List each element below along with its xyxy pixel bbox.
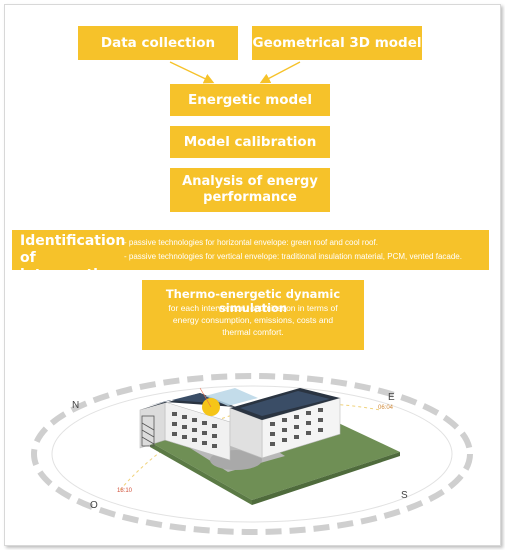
right-wing-windows: [270, 408, 323, 446]
intervention-horizontal: - passive technologies for horizontal en…: [124, 238, 378, 247]
intervention-vertical: - passive technologies for vertical enve…: [124, 252, 462, 261]
figure-frame: [4, 4, 501, 546]
left-wing-roof: [140, 393, 236, 410]
identification-box: Identification of interventions - passiv…: [12, 230, 489, 283]
right-wing-roof-panels: [240, 391, 330, 416]
energy-analysis-label-line1: Analysis of energy: [182, 174, 318, 189]
interventions-list: - passive technologies for horizontal en…: [124, 236, 486, 264]
model-calibration-box: Model calibration: [170, 126, 330, 158]
glass-atrium: [205, 388, 258, 406]
external-staircase: [141, 415, 155, 447]
identification-title-line2: interventions: [20, 267, 126, 283]
model-calibration-label: Model calibration: [183, 134, 317, 150]
ground-plane-edge: [252, 452, 400, 505]
left-wing-side: [139, 401, 166, 449]
identification-title-line1: Identification of: [20, 233, 126, 266]
simulation-desc-line3: thermal comfort.: [222, 327, 284, 337]
geometrical-model-label: Geometrical 3D model: [252, 35, 422, 51]
sun-path-arc: [119, 403, 381, 491]
data-collection-box: Data collection: [78, 26, 238, 60]
arrow-data-to-energetic: [169, 61, 215, 84]
simulation-desc-line2: energy consumption, emissions, costs and: [172, 315, 334, 325]
energy-analysis-box: Analysis of energy performance: [170, 168, 330, 212]
energetic-model-box: Energetic model: [170, 84, 330, 116]
compass-west: O: [90, 500, 98, 511]
compass-north: N: [72, 400, 79, 411]
simulation-description: for each intervention, optimization in t…: [152, 302, 354, 338]
geometrical-model-box: Geometrical 3D model: [252, 26, 422, 60]
arrow-geometry-to-energetic: [259, 61, 301, 84]
compass-east: E: [388, 392, 395, 403]
data-collection-label: Data collection: [100, 35, 216, 51]
energetic-model-label: Energetic model: [187, 92, 313, 108]
sunrise-time: 06:04: [378, 405, 394, 411]
simulation-desc-line1: for each intervention, optimization in t…: [168, 303, 338, 313]
energy-analysis-label-line2: performance: [203, 190, 297, 205]
compass-south: S: [401, 490, 408, 501]
identification-title: Identification of interventions: [20, 233, 126, 284]
simulation-box: Thermo-energetic dynamic simulation for …: [142, 280, 364, 350]
compass-ring-outer: [31, 373, 473, 535]
compass-ring-inner: [51, 385, 453, 523]
left-wing-windows: [172, 412, 217, 448]
sun-ray: [199, 387, 212, 408]
sunset-time: 18:10: [117, 488, 133, 494]
ground-plane-edge-left: [150, 442, 252, 505]
building-sun-path-illustration: N E S O 06:04 18:10: [31, 373, 473, 535]
simulation-title: Thermo-energetic dynamic simulation: [165, 287, 341, 315]
right-wing-side: [229, 407, 263, 459]
